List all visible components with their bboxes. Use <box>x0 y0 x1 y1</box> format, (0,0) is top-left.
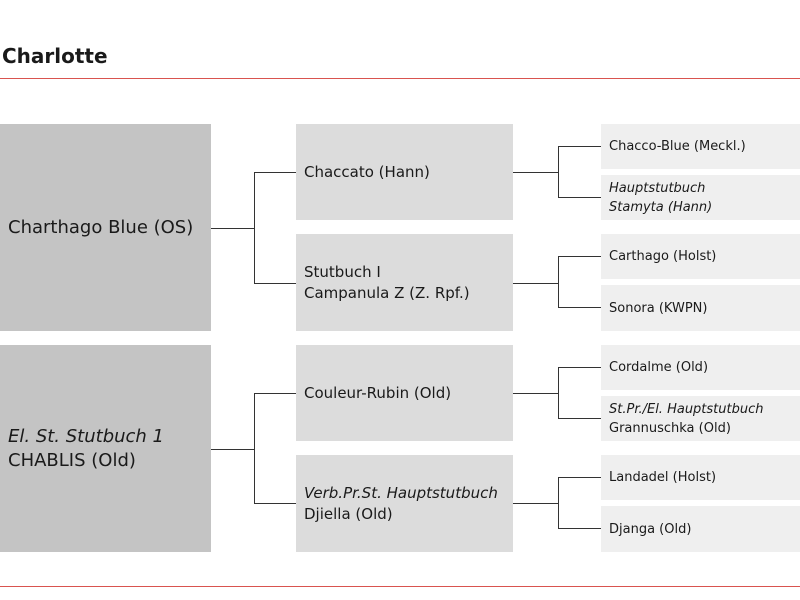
ggp-box-4[interactable]: Sonora (KWPN) <box>601 285 800 331</box>
connector-sire-dam <box>254 283 296 284</box>
ggp-box-1[interactable]: Chacco-Blue (Meckl.) <box>601 124 800 169</box>
connector-g2-4-bracket <box>558 477 559 529</box>
connector-ggp-2 <box>558 197 601 198</box>
sire-sire-name: Chaccato (Hann) <box>304 162 430 181</box>
ggp-5-name: Cordalme (Old) <box>609 360 709 375</box>
connector-dam-bracket <box>254 393 255 504</box>
ggp-8-name: Djanga (Old) <box>609 521 692 537</box>
ggp-box-8[interactable]: Djanga (Old) <box>601 506 800 552</box>
connector-ggp-4 <box>558 307 601 308</box>
ggp-6-name: Grannuschka (Old) <box>609 420 731 436</box>
sire-dam-box[interactable]: Stutbuch I Campanula Z (Z. Rpf.) <box>296 234 513 331</box>
connector-g2-2 <box>513 283 558 284</box>
connector-g2-4 <box>513 503 558 504</box>
ggp-6-studbook: St.Pr./El. Hauptstutbuch <box>609 401 764 417</box>
dam-box[interactable]: El. St. Stutbuch 1 CHABLIS (Old) <box>0 345 211 552</box>
ggp-3-name: Carthago (Holst) <box>609 249 717 264</box>
ggp-box-6[interactable]: St.Pr./El. Hauptstutbuch Grannuschka (Ol… <box>601 396 800 441</box>
dam-name: CHABLIS (Old) <box>8 449 136 471</box>
connector-g2-1-bracket <box>558 146 559 198</box>
sire-box[interactable]: Charthago Blue (OS) <box>0 124 211 331</box>
connector-g2-3 <box>513 393 558 394</box>
ggp-box-2[interactable]: Hauptstutbuch Stamyta (Hann) <box>601 175 800 220</box>
connector-g2-1 <box>513 172 558 173</box>
dam-dam-name: Djiella (Old) <box>304 504 393 523</box>
dam-dam-box[interactable]: Verb.Pr.St. Hauptstutbuch Djiella (Old) <box>296 455 513 552</box>
connector-dam <box>211 449 254 450</box>
connector-dam-dam <box>254 503 296 504</box>
dam-sire-box[interactable]: Couleur-Rubin (Old) <box>296 345 513 441</box>
bottom-divider <box>0 586 800 587</box>
connector-g2-3-bracket <box>558 367 559 419</box>
page-title: Charlotte <box>2 44 108 68</box>
ggp-box-3[interactable]: Carthago (Holst) <box>601 234 800 279</box>
sire-dam-name: Campanula Z (Z. Rpf.) <box>304 283 470 302</box>
connector-sire-sire <box>254 172 296 173</box>
connector-sire <box>211 228 254 229</box>
sire-name: Charthago Blue (OS) <box>8 216 194 238</box>
ggp-box-5[interactable]: Cordalme (Old) <box>601 345 800 390</box>
ggp-2-studbook: Hauptstutbuch <box>609 180 706 196</box>
connector-sire-bracket <box>254 172 255 284</box>
sire-sire-box[interactable]: Chaccato (Hann) <box>296 124 513 220</box>
connector-ggp-8 <box>558 528 601 529</box>
connector-ggp-5 <box>558 367 601 368</box>
connector-ggp-7 <box>558 477 601 478</box>
ggp-2-name: Stamyta (Hann) <box>609 199 713 215</box>
ggp-7-name: Landadel (Holst) <box>609 470 717 485</box>
ggp-box-7[interactable]: Landadel (Holst) <box>601 455 800 500</box>
connector-ggp-1 <box>558 146 601 147</box>
connector-ggp-6 <box>558 418 601 419</box>
dam-dam-studbook: Verb.Pr.St. Hauptstutbuch <box>304 483 498 502</box>
sire-dam-studbook: Stutbuch I <box>304 262 381 281</box>
dam-studbook: El. St. Stutbuch 1 <box>8 425 165 447</box>
top-divider <box>0 78 800 79</box>
connector-g2-2-bracket <box>558 256 559 308</box>
connector-ggp-3 <box>558 256 601 257</box>
dam-sire-name: Couleur-Rubin (Old) <box>304 383 452 402</box>
ggp-1-name: Chacco-Blue (Meckl.) <box>609 139 746 154</box>
ggp-4-name: Sonora (KWPN) <box>609 300 708 316</box>
connector-dam-sire <box>254 393 296 394</box>
